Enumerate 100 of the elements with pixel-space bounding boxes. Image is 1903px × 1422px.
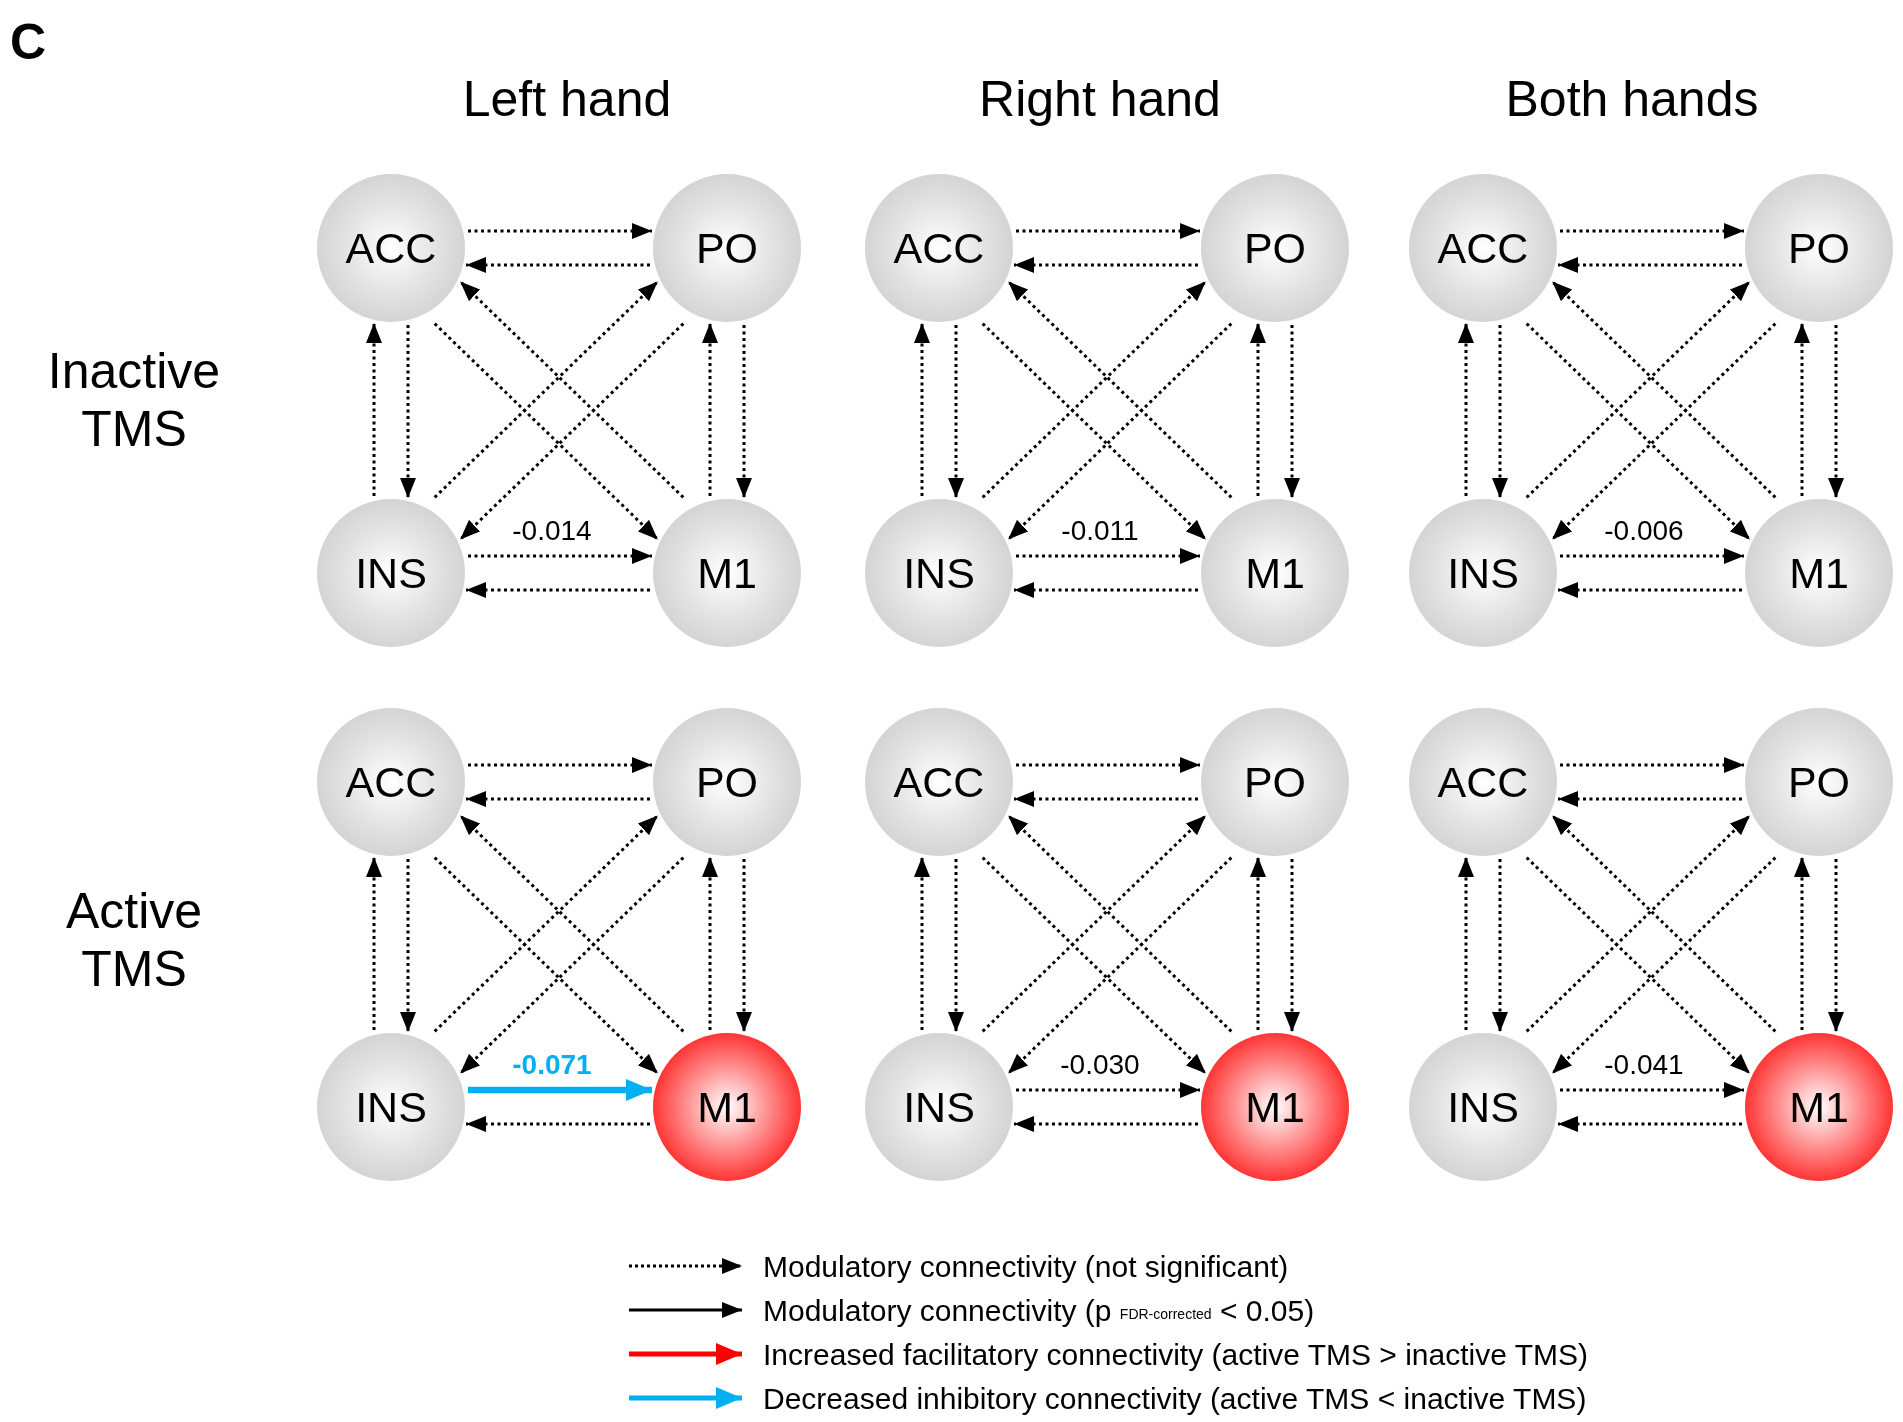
arrow bbox=[1828, 859, 1844, 1032]
arrow bbox=[948, 859, 964, 1032]
arrow bbox=[1007, 856, 1233, 1075]
arrow bbox=[1525, 814, 1751, 1033]
arrow bbox=[433, 856, 659, 1075]
row-heading: Active TMS bbox=[64, 882, 204, 998]
region-name: M1 bbox=[1789, 551, 1849, 595]
arrow bbox=[1250, 323, 1266, 496]
region-name: ACC bbox=[893, 226, 985, 270]
arrow bbox=[1551, 856, 1777, 1075]
region-name: M1 bbox=[697, 1085, 757, 1129]
region-name: INS bbox=[355, 551, 427, 595]
arrow bbox=[468, 223, 652, 239]
arrow bbox=[1560, 548, 1744, 564]
arrow bbox=[1525, 856, 1751, 1075]
row-heading: Inactive TMS bbox=[46, 342, 222, 458]
arrow bbox=[1558, 1116, 1742, 1132]
arrow bbox=[1458, 857, 1474, 1030]
arrow bbox=[1492, 859, 1508, 1032]
arrow bbox=[1525, 322, 1751, 541]
column-heading: Left hand bbox=[462, 71, 672, 129]
arrow bbox=[1007, 322, 1233, 541]
region-name: PO bbox=[695, 226, 759, 270]
arrow bbox=[459, 856, 685, 1075]
arrow bbox=[1828, 325, 1844, 498]
arrow bbox=[981, 814, 1207, 1033]
arrow bbox=[1794, 323, 1810, 496]
region-name: M1 bbox=[1789, 1085, 1849, 1129]
arrow bbox=[1458, 323, 1474, 496]
arrow bbox=[400, 325, 416, 498]
arrow bbox=[1014, 1116, 1198, 1132]
arrow bbox=[1250, 857, 1266, 1030]
arrow bbox=[1016, 757, 1200, 773]
arrow bbox=[1284, 859, 1300, 1032]
legend-text: Increased facilitatory connectivity (active TMS > inactive TMS) bbox=[763, 1337, 1589, 1371]
arrow bbox=[366, 323, 382, 496]
region-name: INS bbox=[1447, 1085, 1519, 1129]
arrow bbox=[468, 757, 652, 773]
arrow bbox=[1016, 1082, 1200, 1098]
arrow bbox=[1016, 223, 1200, 239]
arrow bbox=[736, 325, 752, 498]
legend-text: Modulatory connectivity (not significant) bbox=[763, 1249, 1289, 1283]
arrow bbox=[1014, 582, 1198, 598]
arrow bbox=[1558, 582, 1742, 598]
arrow bbox=[914, 857, 930, 1030]
arrow bbox=[1560, 757, 1744, 773]
arrow bbox=[981, 280, 1207, 499]
column-heading: Right hand bbox=[979, 71, 1221, 129]
region-name: INS bbox=[903, 551, 975, 595]
legend-text: Decreased inhibitory connectivity (active TMS < inactive TMS) bbox=[763, 1381, 1587, 1415]
arrow bbox=[1551, 280, 1777, 499]
arrow bbox=[466, 791, 650, 807]
arrow bbox=[459, 322, 685, 541]
arrow bbox=[702, 323, 718, 496]
arrow bbox=[981, 856, 1207, 1075]
arrow bbox=[1007, 280, 1233, 499]
arrow bbox=[468, 548, 652, 564]
arrow bbox=[1560, 1082, 1744, 1098]
panel-letter: C bbox=[10, 14, 47, 72]
arrow bbox=[702, 857, 718, 1030]
arrow bbox=[1492, 325, 1508, 498]
arrow bbox=[466, 582, 650, 598]
region-name: INS bbox=[1447, 551, 1519, 595]
arrow bbox=[459, 814, 685, 1033]
arrow bbox=[981, 322, 1207, 541]
region-name: M1 bbox=[1245, 1085, 1305, 1129]
arrow bbox=[459, 280, 685, 499]
region-name: PO bbox=[695, 760, 759, 804]
region-name: PO bbox=[1243, 760, 1307, 804]
arrow bbox=[1794, 857, 1810, 1030]
region-name: PO bbox=[1243, 226, 1307, 270]
arrow bbox=[433, 280, 659, 499]
arrow bbox=[948, 325, 964, 498]
arrow bbox=[1014, 791, 1198, 807]
arrow bbox=[466, 257, 650, 273]
region-name: ACC bbox=[893, 760, 985, 804]
region-name: ACC bbox=[345, 226, 437, 270]
region-name: INS bbox=[355, 1085, 427, 1129]
arrow bbox=[1558, 791, 1742, 807]
arrow bbox=[1551, 814, 1777, 1033]
arrow bbox=[1007, 814, 1233, 1033]
arrow bbox=[433, 814, 659, 1033]
region-name: PO bbox=[1787, 226, 1851, 270]
arrow bbox=[1014, 257, 1198, 273]
region-name: ACC bbox=[345, 760, 437, 804]
arrow bbox=[433, 322, 659, 541]
arrow bbox=[400, 859, 416, 1032]
region-name: ACC bbox=[1437, 226, 1529, 270]
arrow bbox=[1525, 280, 1751, 499]
arrow bbox=[1560, 223, 1744, 239]
region-name: ACC bbox=[1437, 760, 1529, 804]
arrow bbox=[1551, 322, 1777, 541]
region-name: INS bbox=[903, 1085, 975, 1129]
arrow bbox=[1016, 548, 1200, 564]
arrow bbox=[1284, 325, 1300, 498]
region-name: PO bbox=[1787, 760, 1851, 804]
arrow bbox=[366, 857, 382, 1030]
region-name: M1 bbox=[697, 551, 757, 595]
arrow bbox=[736, 859, 752, 1032]
arrow bbox=[914, 323, 930, 496]
